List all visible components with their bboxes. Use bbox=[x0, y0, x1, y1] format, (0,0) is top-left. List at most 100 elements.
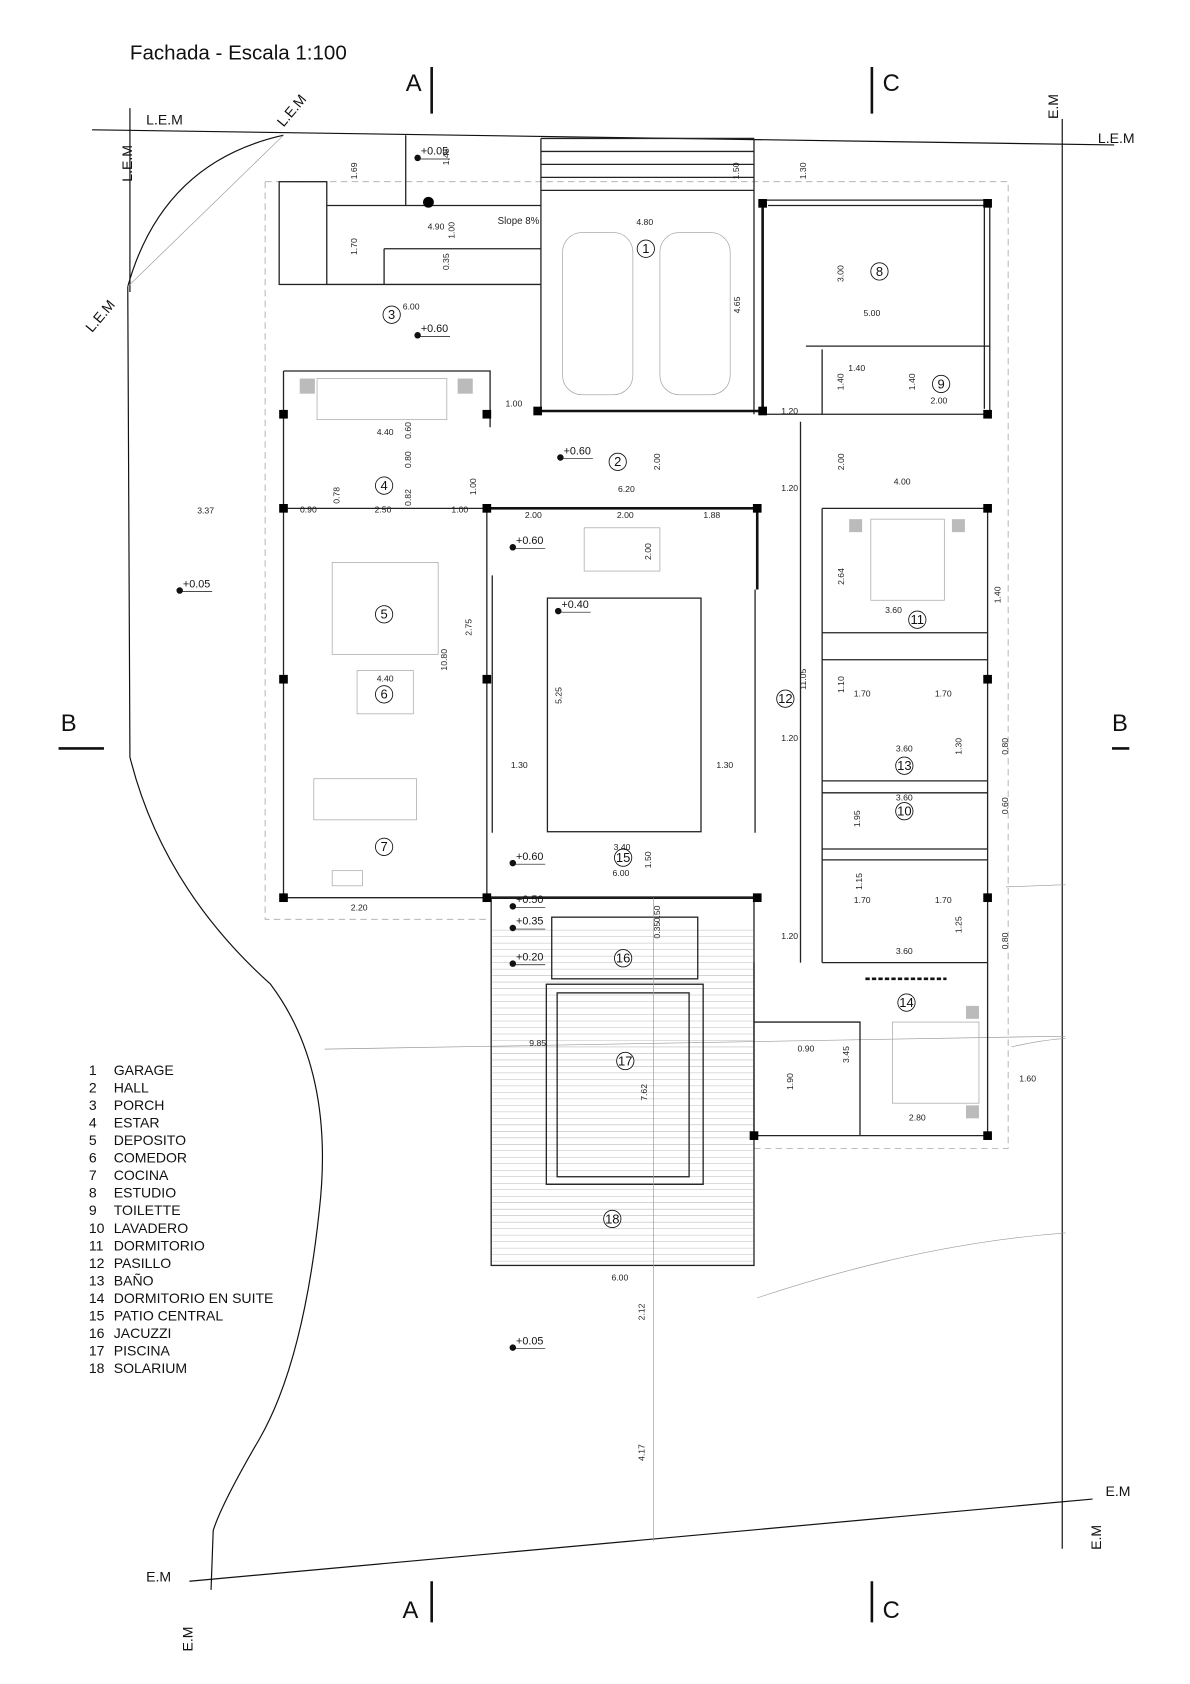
dimension-label: 1.20 bbox=[781, 733, 798, 743]
dimension-label: 1.60 bbox=[1019, 1074, 1036, 1084]
room-number-circle bbox=[375, 837, 394, 856]
legend-room-name: HALL bbox=[114, 1080, 149, 1096]
elevation-marker-icon bbox=[509, 960, 517, 967]
dimension-label: 1.90 bbox=[785, 1073, 795, 1090]
elevation-marker-icon bbox=[554, 607, 562, 615]
em-label: E.M bbox=[1105, 1483, 1130, 1499]
legend-room-name: PATIO CENTRAL bbox=[114, 1307, 224, 1323]
right-wing bbox=[753, 199, 991, 1137]
column bbox=[482, 674, 492, 684]
dimension-label: 1.30 bbox=[954, 738, 964, 755]
dimension-label: 0.60 bbox=[1000, 797, 1010, 814]
room-number-circle bbox=[375, 605, 394, 624]
dimension-label: 1.20 bbox=[781, 483, 798, 493]
dimension-label: 1.40 bbox=[836, 373, 846, 390]
section-b-right: B bbox=[1112, 710, 1128, 737]
legend-room-name: PASILLO bbox=[114, 1255, 172, 1271]
dimension-label: 3.60 bbox=[896, 792, 913, 802]
dimension-label: 7.62 bbox=[639, 1084, 649, 1101]
elevation-marker-icon bbox=[414, 332, 421, 339]
column bbox=[279, 409, 288, 419]
legend-number: 6 bbox=[89, 1150, 97, 1166]
dimension-label: 11.05 bbox=[798, 669, 808, 690]
legend-number: 16 bbox=[89, 1325, 105, 1341]
room-number-circle bbox=[636, 239, 655, 258]
column bbox=[533, 406, 543, 416]
dimension-label: 2.12 bbox=[637, 1303, 647, 1320]
room-number-circle bbox=[375, 685, 394, 704]
elevation-label: +0.60 bbox=[516, 535, 543, 547]
dimension-label: 1.40 bbox=[907, 373, 917, 390]
room-number-circle bbox=[895, 802, 914, 821]
room-number: 16 bbox=[616, 951, 630, 966]
dimension-label: 1.95 bbox=[852, 810, 862, 827]
column bbox=[482, 504, 492, 513]
dimension-label: 1.50 bbox=[643, 851, 653, 868]
dimension-label: 9.85 bbox=[529, 1038, 546, 1048]
dimension-label: 4.65 bbox=[732, 296, 742, 313]
column bbox=[983, 893, 992, 903]
legend-number: 1 bbox=[89, 1062, 97, 1078]
room-number: 8 bbox=[876, 264, 883, 279]
room-number-circle bbox=[870, 262, 889, 281]
dimension-label: 0.60 bbox=[403, 422, 413, 439]
section-b-left: B bbox=[61, 710, 77, 737]
lem-label: L.E.M bbox=[1098, 130, 1135, 146]
legend-number: 3 bbox=[89, 1097, 97, 1113]
legend-room-name: LAVADERO bbox=[114, 1220, 188, 1236]
column bbox=[749, 1131, 759, 1140]
dimension-label: 0.78 bbox=[332, 487, 342, 504]
legend-room-name: GARAGE bbox=[114, 1062, 174, 1078]
dimension-label: 1.70 bbox=[935, 895, 952, 905]
room-number-circle bbox=[932, 374, 951, 394]
dimension-label: 3.00 bbox=[836, 265, 846, 282]
dimension-label: 1.30 bbox=[511, 760, 528, 770]
elevation-label: +0.05 bbox=[183, 578, 210, 590]
room-number: 10 bbox=[897, 804, 911, 819]
legend-room-name: BAÑO bbox=[114, 1272, 154, 1288]
pool-deck bbox=[490, 897, 755, 1542]
em-label: E.M bbox=[180, 1627, 196, 1652]
dimension-label: 0.90 bbox=[797, 1043, 814, 1053]
dimension-label: 2.00 bbox=[931, 395, 948, 405]
elevation-label: +0.35 bbox=[516, 916, 543, 928]
dimension-label: 0.35 bbox=[652, 922, 662, 939]
room-number: 18 bbox=[605, 1211, 619, 1226]
dimension-label: 10.80 bbox=[439, 649, 449, 671]
em-label: E.M bbox=[1045, 94, 1061, 119]
dimension-label: 1.20 bbox=[781, 931, 798, 941]
dimension-label: 1.70 bbox=[935, 689, 952, 699]
dimension-label: 3.60 bbox=[896, 744, 913, 754]
dimension-label: 1.40 bbox=[848, 363, 865, 373]
legend-number: 14 bbox=[89, 1290, 105, 1306]
central-patio bbox=[486, 507, 759, 899]
dimension-label: 1.69 bbox=[349, 162, 359, 179]
elevation-label: +0.50 bbox=[516, 894, 543, 906]
dimension-label: 0.80 bbox=[1000, 932, 1010, 949]
room-number: 6 bbox=[380, 687, 387, 702]
legend-number: 17 bbox=[89, 1342, 105, 1358]
elevation-marks: +0.05+0.60+0.60+0.05+0.60+0.40+0.60+0.50… bbox=[176, 146, 593, 1351]
dimension-label: 4.90 bbox=[428, 221, 445, 231]
elevation-label: +0.60 bbox=[421, 323, 448, 335]
dimension-label: 1.25 bbox=[954, 916, 964, 933]
dimension-label: 2.20 bbox=[351, 903, 368, 913]
dimension-label: 1.70 bbox=[854, 689, 871, 699]
dimension-label: 0.82 bbox=[403, 489, 413, 506]
dimension-label: 1.70 bbox=[349, 238, 359, 255]
legend-number: 10 bbox=[89, 1220, 105, 1236]
em-label: E.M bbox=[146, 1568, 171, 1584]
room-number-circle bbox=[603, 1209, 622, 1229]
room-number-circle bbox=[608, 452, 627, 471]
legend-room-name: PISCINA bbox=[114, 1342, 171, 1358]
dimension-label: 1.00 bbox=[451, 505, 468, 515]
elevation-label: +0.05 bbox=[516, 1335, 543, 1347]
garage bbox=[540, 200, 764, 415]
room-number: 11 bbox=[911, 612, 924, 627]
column bbox=[983, 199, 992, 208]
room-number-circle bbox=[895, 756, 914, 775]
dimension-label: 0.35 bbox=[441, 253, 451, 270]
em-label: E.M bbox=[1088, 1525, 1104, 1550]
